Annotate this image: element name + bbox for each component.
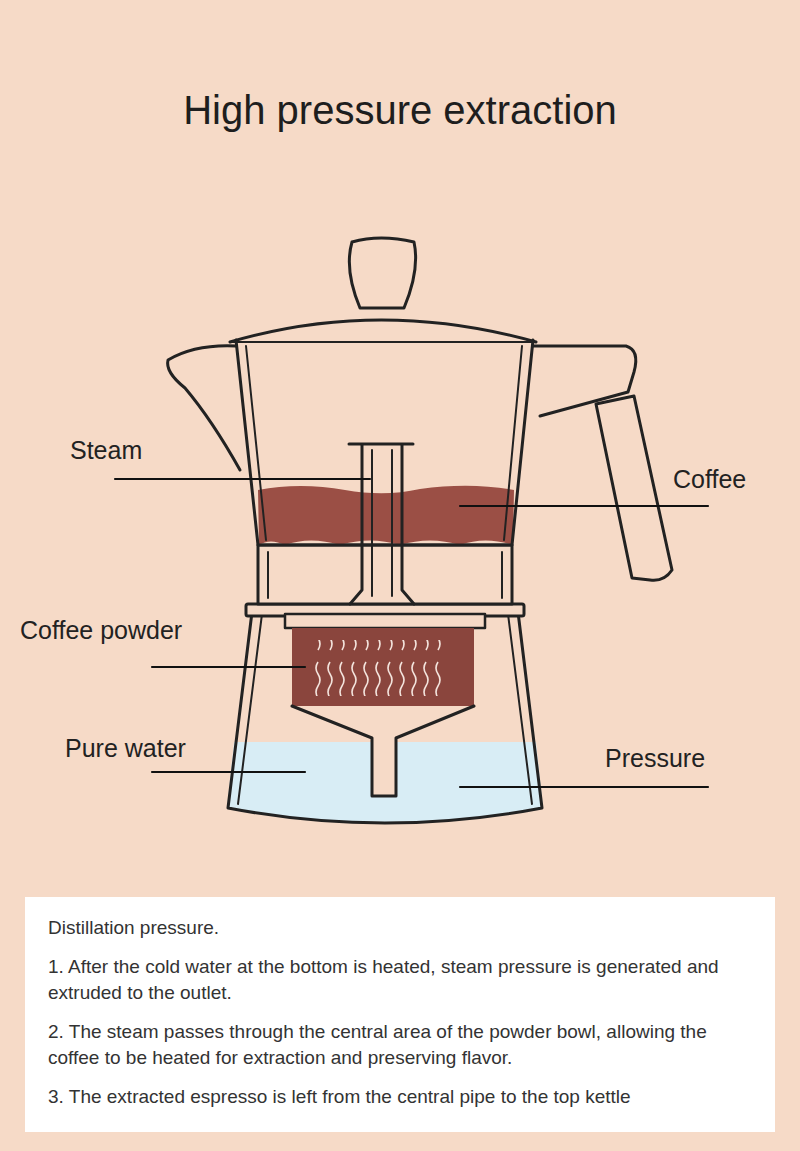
- caption-box: Distillation pressure. 1. After the cold …: [25, 897, 775, 1132]
- collar-edge: [268, 552, 502, 598]
- leader-line: [460, 786, 708, 788]
- lid: [230, 320, 536, 342]
- part-label: Pressure: [605, 744, 705, 773]
- caption-item: 3. The extracted espresso is left from t…: [48, 1084, 753, 1110]
- boiler-body: [228, 612, 542, 823]
- knob: [349, 238, 415, 308]
- leader-line: [115, 478, 370, 480]
- coffee-powder: [292, 628, 474, 706]
- steam-waves: [312, 640, 444, 696]
- tube-inner: [372, 450, 392, 596]
- coffee-fill: [258, 486, 514, 545]
- leader-line: [152, 666, 305, 668]
- leader-line: [460, 505, 708, 507]
- caption-heading: Distillation pressure.: [48, 915, 753, 941]
- handle-grip: [596, 396, 672, 580]
- basket-rim: [285, 614, 485, 628]
- boiler-edge: [508, 614, 532, 804]
- central-tube: [349, 444, 414, 604]
- part-label: Coffee powder: [20, 616, 182, 645]
- caption-item: 1. After the cold water at the bottom is…: [48, 954, 753, 1006]
- lid-rim: [232, 341, 536, 343]
- leader-line: [152, 771, 305, 773]
- part-label: Steam: [70, 436, 142, 465]
- caption-item: 2. The steam passes through the central …: [48, 1019, 753, 1071]
- collar: [258, 545, 512, 604]
- spout: [168, 346, 240, 470]
- part-label: Coffee: [673, 465, 746, 494]
- funnel: [292, 706, 474, 796]
- boiler-edge: [238, 614, 262, 804]
- diagram-title: High pressure extraction: [0, 88, 800, 133]
- part-label: Pure water: [65, 734, 186, 763]
